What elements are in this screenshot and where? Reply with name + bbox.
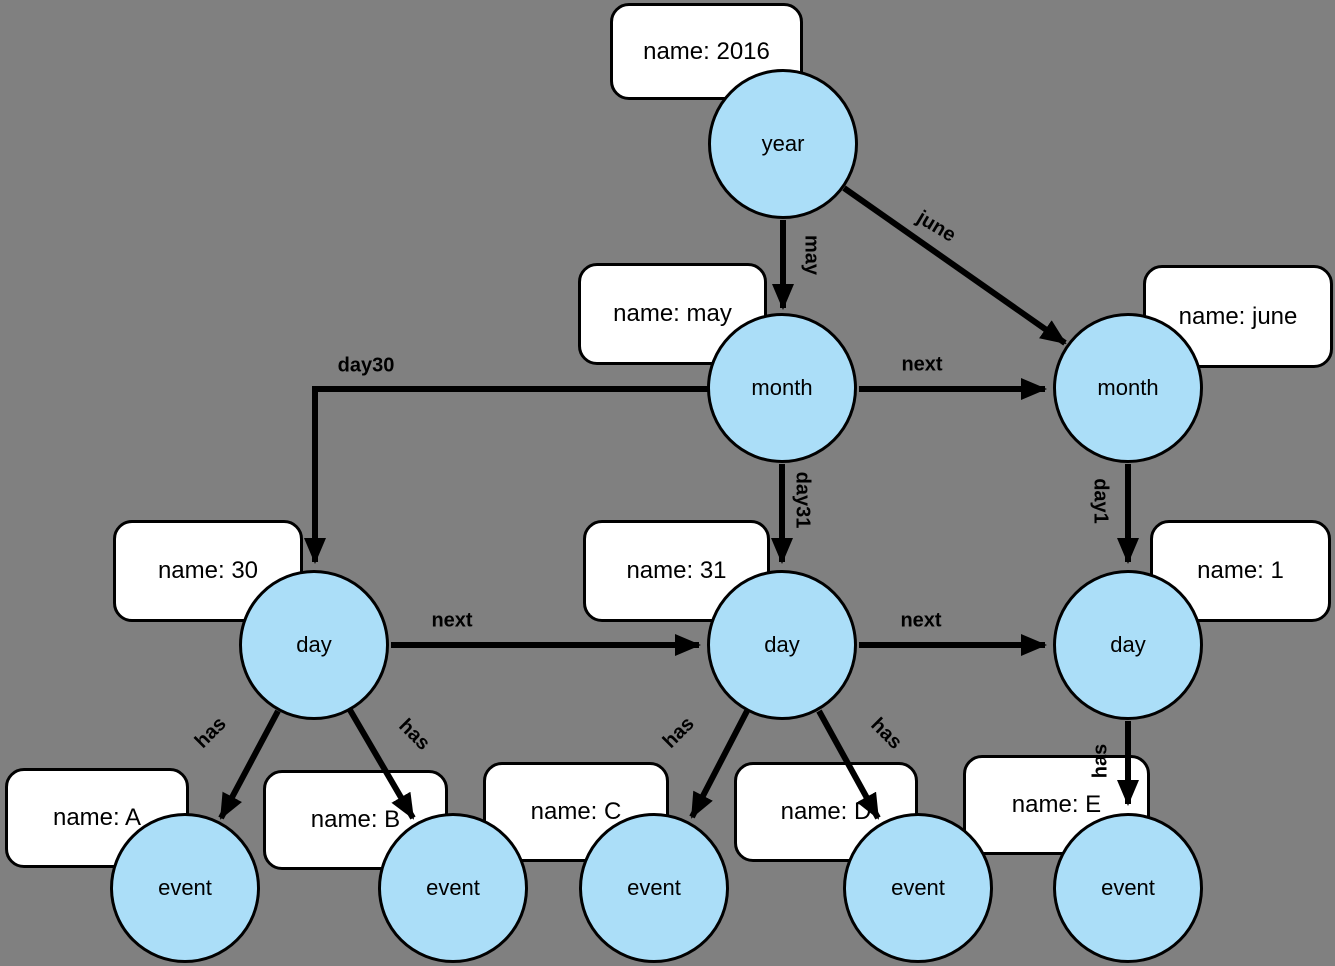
property-box-2016: name: 2016	[610, 3, 803, 100]
property-box-label: name: D	[780, 798, 872, 825]
node-event-d: event	[843, 813, 993, 963]
edge-label-day31: day31	[791, 471, 814, 529]
node-label: year	[761, 131, 805, 156]
node-label: month	[751, 375, 813, 400]
property-box-label: name: 1	[1197, 557, 1284, 584]
node-label: event	[426, 875, 480, 900]
edge-label-next-days-1: next	[431, 609, 473, 632]
edge-label-day1: day1	[1089, 478, 1112, 524]
node-day-1: day	[1053, 570, 1203, 720]
node-event-e: event	[1053, 813, 1203, 963]
edge-label-day30: day30	[337, 354, 395, 377]
node-year: year	[708, 69, 858, 219]
node-label: event	[891, 875, 945, 900]
edge-june	[842, 185, 1067, 346]
property-box-label: name: 2016	[643, 37, 770, 65]
node-event-b: event	[378, 813, 528, 963]
property-box-label: name: 31	[626, 557, 727, 584]
property-box-label: name: june	[1178, 302, 1298, 330]
node-label: day	[296, 632, 332, 657]
node-month-june: month	[1053, 313, 1203, 463]
edge-label-may: may	[800, 234, 823, 276]
node-event-a: event	[110, 813, 260, 963]
node-label: day	[764, 632, 800, 657]
node-label: event	[627, 875, 681, 900]
edge-has-a	[218, 709, 281, 820]
edge-label-next-days-2: next	[900, 609, 942, 632]
edge-label-next-months: next	[901, 353, 943, 376]
node-label: event	[1101, 875, 1155, 900]
node-day-31: day	[707, 570, 857, 720]
property-box-label: name: C	[530, 798, 622, 825]
property-box-label: name: E	[1011, 791, 1102, 818]
node-event-c: event	[579, 813, 729, 963]
node-day-30: day	[239, 570, 389, 720]
node-month-may: month	[707, 313, 857, 463]
node-label: day	[1110, 632, 1146, 657]
property-box-label: name: 30	[157, 557, 259, 584]
edge-has-b	[347, 708, 416, 820]
property-box-label: name: B	[310, 806, 401, 833]
property-box-label: name: may	[613, 300, 732, 327]
node-label: month	[1097, 375, 1159, 400]
edge-has-c	[689, 709, 750, 819]
edge-day30	[304, 386, 709, 564]
edge-label-has-e: has	[1089, 743, 1112, 779]
edge-has-d	[816, 709, 881, 820]
node-label: event	[158, 875, 212, 900]
property-box-label: name: A	[52, 804, 142, 831]
